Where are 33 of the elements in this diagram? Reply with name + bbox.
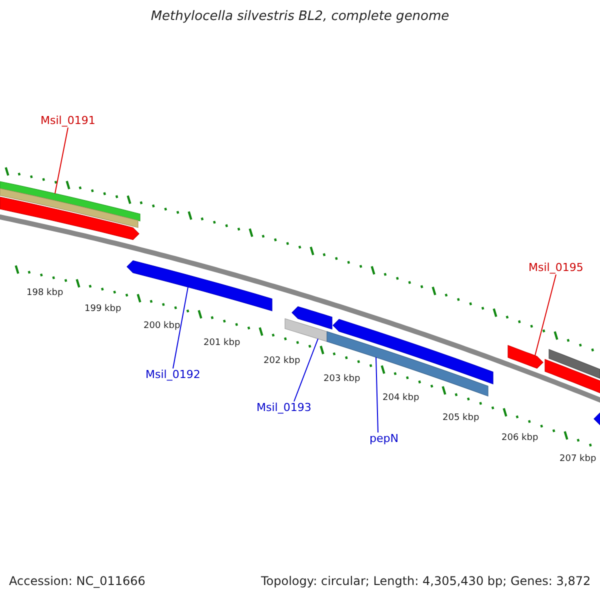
scale-label: 199 kbp [84,304,122,314]
gene-label: pepN [370,432,398,444]
gene-feature [292,306,332,330]
scale-label: 207 kbp [560,454,596,464]
leader-line [172,286,188,369]
leader-line [54,127,68,194]
gene-label: Msil_0191 [40,114,96,126]
gene-label: Msil_0193 [256,400,312,414]
gene-feature [0,188,138,228]
gene-feature [284,318,328,342]
scale-label: 205 kbp [442,413,480,423]
gene-feature [126,260,272,312]
genome-info-label: Topology: circular; Length: 4,305,430 bp; Genes: 3,872 [261,574,591,588]
scale-label: 206 kbp [502,433,538,443]
scale-label: 203 kbp [324,374,360,384]
gene-feature [594,412,600,428]
leader-line [376,356,378,433]
scale-label: 200 kbp [144,321,180,331]
gene-label: Msil_0192 [146,368,200,380]
scale-label: 204 kbp [382,393,420,403]
scale-label: 201 kbp [204,338,240,348]
accession-label: Accession: NC_011666 [9,574,146,588]
gene-feature [508,345,544,369]
scale-label: 202 kbp [264,356,300,366]
gene-label: Msil_0195 [528,260,584,274]
scale-label: 198 kbp [26,288,64,298]
leader-line [534,274,556,356]
gene-feature [0,181,140,222]
title: Methylocella silvestris BL2, complete genome [150,9,450,24]
gene-feature [544,358,600,394]
leader-line [294,338,318,402]
gene-feature [0,196,140,240]
gene-feature [548,348,600,379]
